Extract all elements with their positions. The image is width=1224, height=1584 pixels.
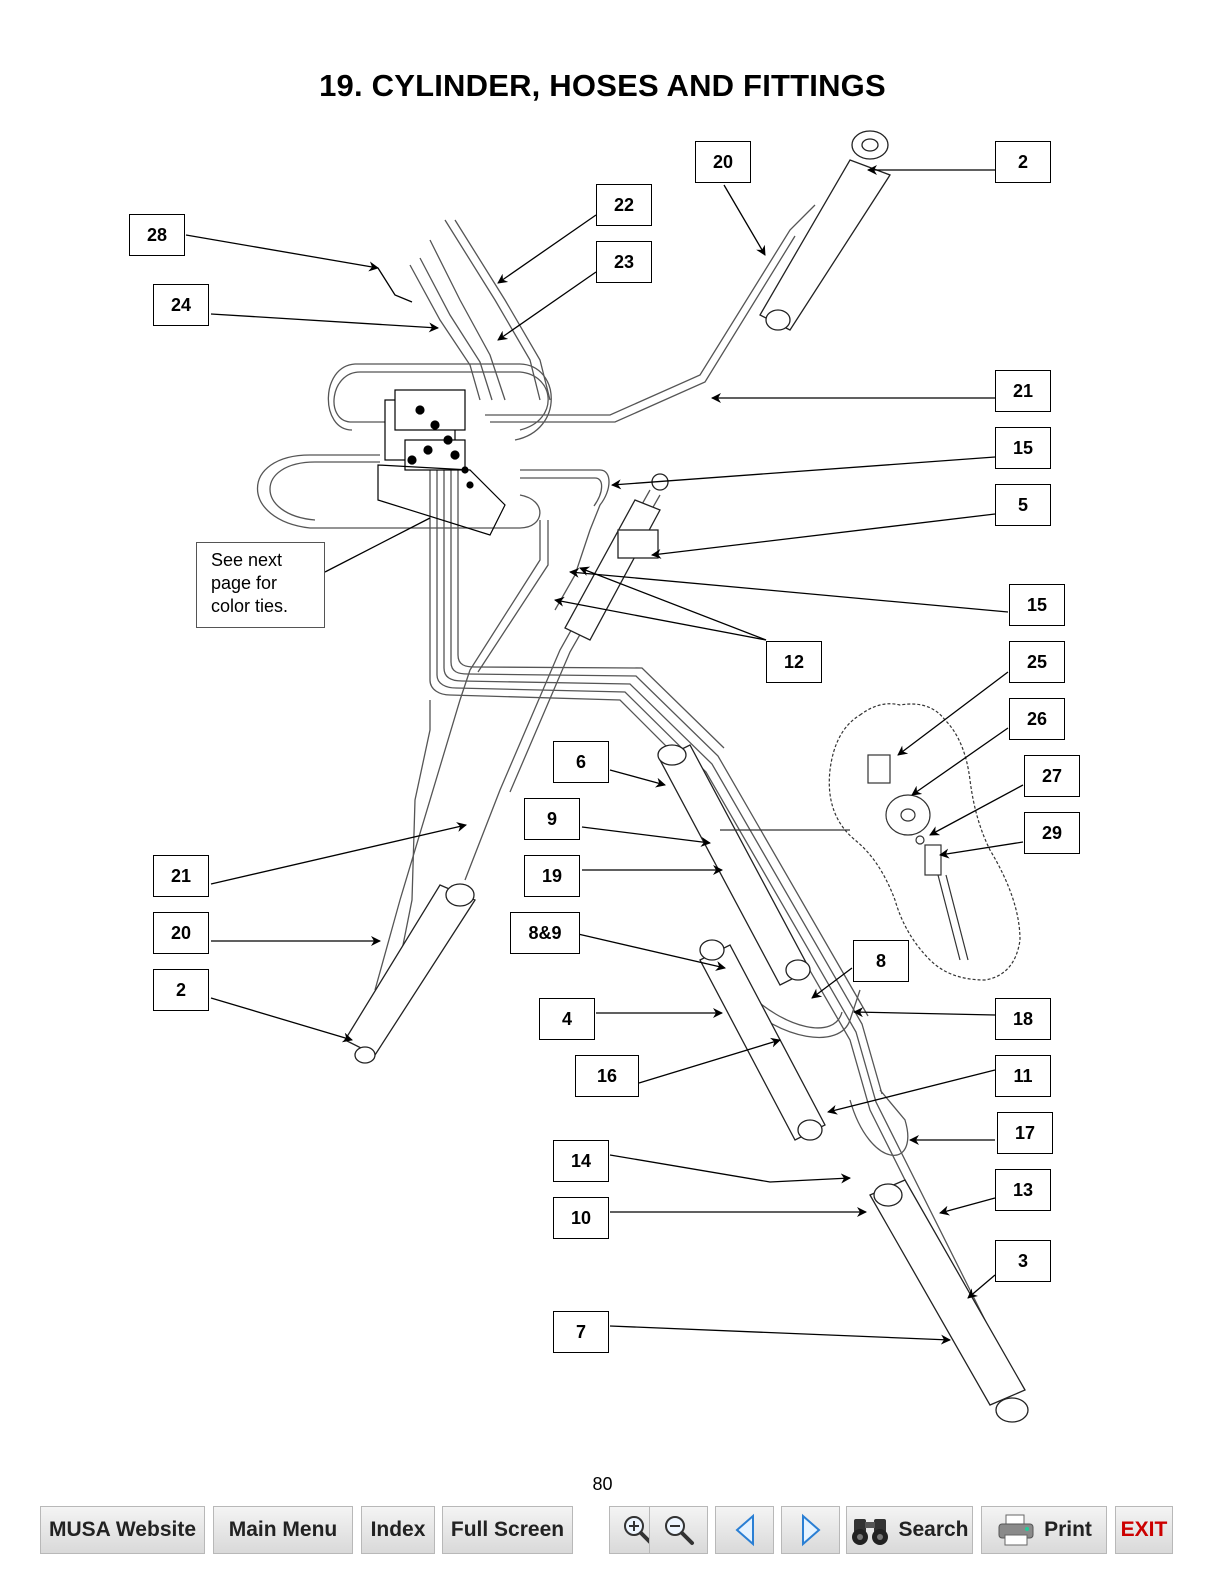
next-page-button[interactable] (781, 1506, 840, 1554)
main-menu-label: Main Menu (229, 1518, 338, 1542)
callout-21: 21 (153, 855, 209, 897)
callout-17: 17 (997, 1112, 1053, 1154)
page-number: 80 (0, 1474, 1205, 1495)
color-ties-note: See next page for color ties. (196, 542, 325, 628)
callout-24: 24 (153, 284, 209, 326)
callout-7: 7 (553, 1311, 609, 1353)
search-button[interactable]: Search (846, 1506, 973, 1554)
callout-14: 14 (553, 1140, 609, 1182)
main-menu-button[interactable]: Main Menu (213, 1506, 353, 1554)
callout-9: 9 (524, 798, 580, 840)
callout-18: 18 (995, 998, 1051, 1040)
callout-8-and-9: 8&9 (510, 912, 580, 954)
callout-15: 15 (1009, 584, 1065, 626)
print-label: Print (1044, 1518, 1092, 1542)
note-line: page for (211, 572, 324, 595)
musa-website-label: MUSA Website (49, 1518, 196, 1542)
callout-11: 11 (995, 1055, 1051, 1097)
callout-16: 16 (575, 1055, 639, 1097)
callout-20: 20 (695, 141, 751, 183)
index-label: Index (371, 1518, 426, 1542)
callout-21: 21 (995, 370, 1051, 412)
callout-6: 6 (553, 741, 609, 783)
exit-label: EXIT (1121, 1518, 1168, 1542)
callout-15: 15 (995, 427, 1051, 469)
callout-25: 25 (1009, 641, 1065, 683)
musa-website-button[interactable]: MUSA Website (40, 1506, 205, 1554)
printer-icon (996, 1513, 1036, 1547)
callout-10: 10 (553, 1197, 609, 1239)
callout-13: 13 (995, 1169, 1051, 1211)
search-label: Search (898, 1518, 968, 1542)
zoom-out-icon (662, 1513, 696, 1547)
callout-19: 19 (524, 855, 580, 897)
callout-22: 22 (596, 184, 652, 226)
callout-29: 29 (1024, 812, 1080, 854)
callout-12: 12 (766, 641, 822, 683)
next-page-icon (799, 1513, 823, 1547)
zoom-out-button[interactable] (649, 1506, 708, 1554)
callout-2: 2 (995, 141, 1051, 183)
callout-26: 26 (1009, 698, 1065, 740)
callout-27: 27 (1024, 755, 1080, 797)
exit-button[interactable]: EXIT (1115, 1506, 1173, 1554)
full-screen-button[interactable]: Full Screen (442, 1506, 573, 1554)
callout-2: 2 (153, 969, 209, 1011)
note-line: See next (211, 549, 324, 572)
callout-28: 28 (129, 214, 185, 256)
binoculars-icon (850, 1513, 890, 1547)
callout-8: 8 (853, 940, 909, 982)
callout-4: 4 (539, 998, 595, 1040)
index-button[interactable]: Index (361, 1506, 435, 1554)
previous-page-icon (733, 1513, 757, 1547)
callout-20: 20 (153, 912, 209, 954)
callout-3: 3 (995, 1240, 1051, 1282)
print-button[interactable]: Print (981, 1506, 1107, 1554)
previous-page-button[interactable] (715, 1506, 774, 1554)
note-line: color ties. (211, 595, 324, 618)
callout-23: 23 (596, 241, 652, 283)
full-screen-label: Full Screen (451, 1518, 564, 1542)
callout-5: 5 (995, 484, 1051, 526)
